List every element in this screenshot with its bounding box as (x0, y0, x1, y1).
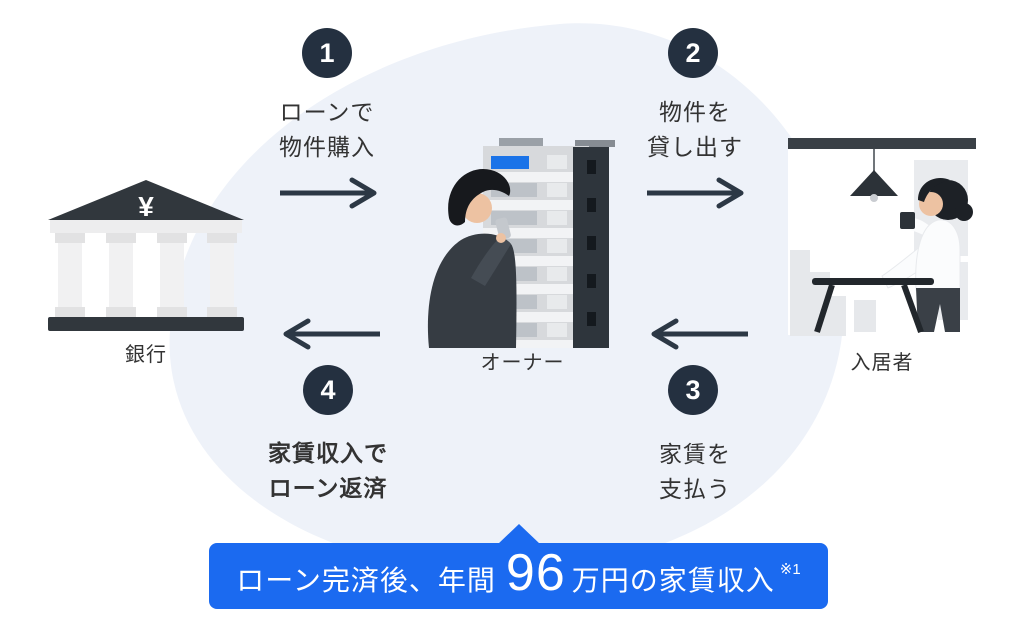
owner-with-apartment-building-illustration (427, 138, 615, 348)
tenant-label: 入居者 (850, 352, 914, 374)
step-3-badge: 3 (668, 365, 718, 415)
step-2-badge: 2 (668, 28, 718, 78)
step-2-arrow-right-icon (643, 177, 755, 209)
building-slabs (483, 172, 589, 348)
cup-icon (900, 212, 915, 229)
step-4-label: 家賃収入で ローン返済 (233, 436, 423, 506)
step-1-line-1: ローンで (279, 99, 375, 125)
step-2-label: 物件を 貸し出す (605, 95, 785, 165)
step-4-badge: 4 (303, 365, 353, 415)
tenant-in-room-illustration (788, 138, 976, 336)
tenant-person (881, 178, 973, 332)
blue-window (491, 156, 529, 169)
step-1-arrow-right-icon (276, 177, 388, 209)
step-2-line-1: 物件を (659, 99, 731, 125)
banner-footnote-marker: ※1 (779, 561, 801, 578)
bank-columns (55, 233, 237, 317)
step-3-line-2: 支払う (659, 476, 731, 502)
yen-symbol: ¥ (138, 191, 154, 222)
summary-banner: ローン完済後、年間 96 万円の家賃収入 ※1 (209, 524, 828, 609)
bank-building-icon: ¥ (48, 180, 244, 331)
step-3-arrow-left-icon (640, 318, 752, 350)
room-shelf-shapes (790, 250, 876, 336)
dark-tower-windows (587, 160, 596, 326)
table (812, 278, 934, 334)
banner-highlight-value: 96 (505, 544, 566, 602)
bank-label: 銀行 (125, 344, 167, 366)
step-1-label: ローンで 物件購入 (237, 95, 417, 165)
step-4-line-2: ローン返済 (268, 475, 388, 501)
step-2-line-2: 貸し出す (647, 134, 743, 160)
owner-person (427, 168, 517, 348)
step-4-line-1: 家賃収入で (268, 440, 388, 466)
step-1-line-2: 物件購入 (279, 134, 375, 160)
pendant-lamp-icon (850, 149, 898, 202)
banner-text-suffix: 万円の家賃収入 (571, 565, 775, 596)
banner-text-prefix: ローン完済後、年間 (236, 565, 496, 596)
step-3-label: 家賃を 支払う (605, 437, 785, 507)
step-1-badge: 1 (302, 28, 352, 78)
step-3-line-1: 家賃を (659, 441, 731, 467)
owner-label: オーナー (480, 352, 565, 374)
step-4-arrow-left-icon (272, 318, 384, 350)
